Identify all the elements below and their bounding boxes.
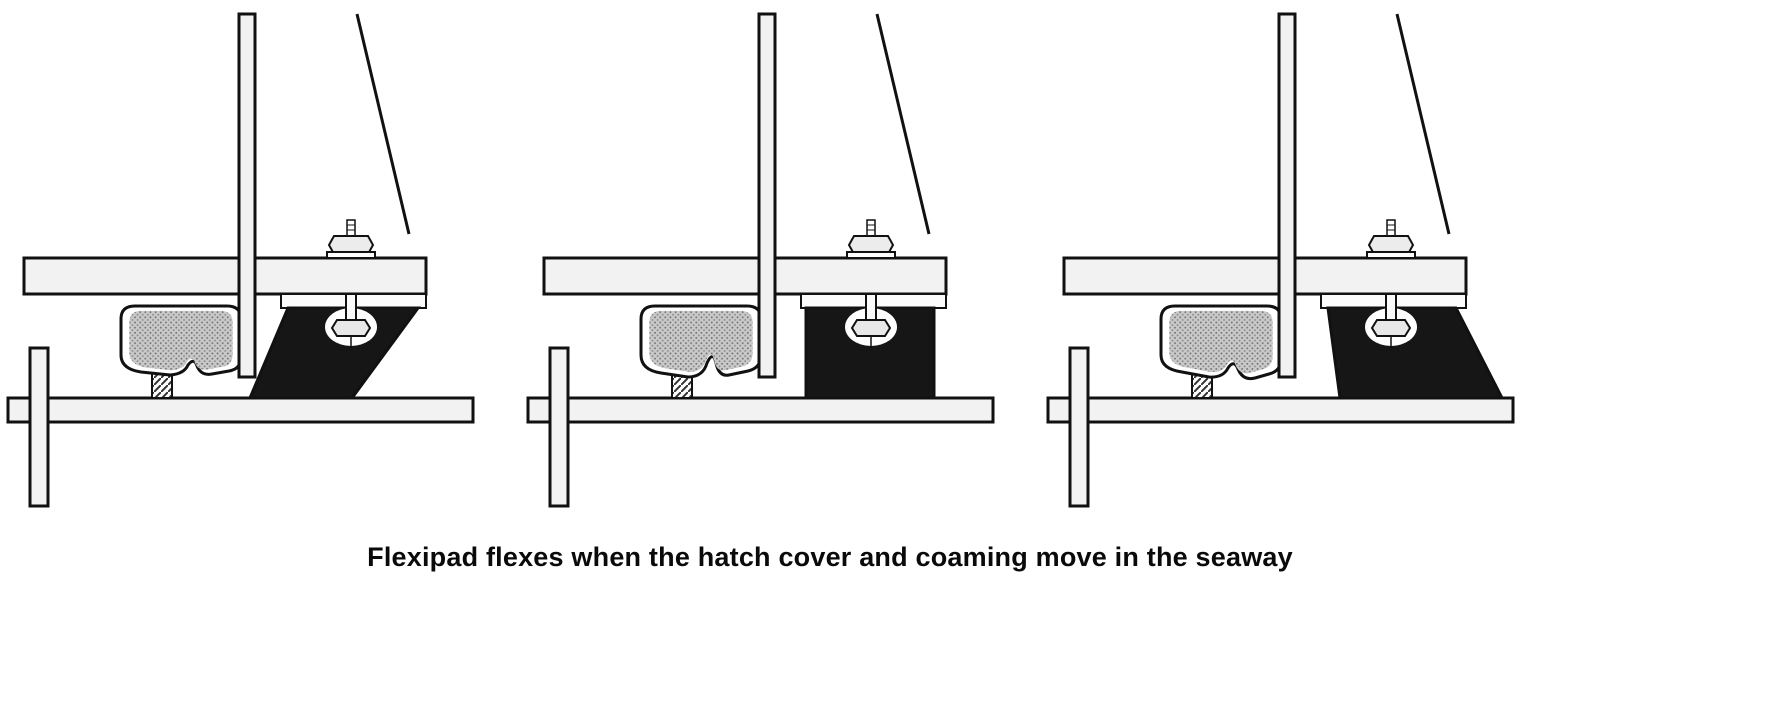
- flexipad-diagram-panel-3: [1046, 12, 1515, 508]
- coaming-bar: [1046, 396, 1515, 424]
- rubber-seal-core: [129, 310, 233, 371]
- rubber-seal-core: [1169, 310, 1273, 374]
- hatch-cover-plate: [542, 256, 948, 296]
- bolt-shank: [1385, 293, 1397, 322]
- hatch-cover-skirt-line: [355, 13, 411, 235]
- flexipad-block: [804, 306, 936, 400]
- hatch-cover-plate: [1062, 256, 1468, 296]
- coaming-bar: [6, 396, 475, 424]
- bolt-washer: [846, 251, 896, 259]
- figure-caption: Flexipad flexes when the hatch cover and…: [367, 542, 1293, 572]
- hatch-side-plate: [757, 12, 777, 379]
- bolt-thread: [346, 219, 356, 237]
- bolt-nut-lower: [850, 319, 892, 337]
- bolt-thread: [1386, 219, 1396, 237]
- hatch-side-plate: [1277, 12, 1297, 379]
- hatch-side-plate: [237, 12, 257, 379]
- coaming-web-plate: [548, 346, 570, 508]
- bolt-nut-lower: [1370, 319, 1412, 337]
- bolt-shank: [865, 293, 877, 322]
- coaming-web-plate: [28, 346, 50, 508]
- coaming-web-plate: [1068, 346, 1090, 508]
- coaming-bar: [526, 396, 995, 424]
- rubber-seal-core: [649, 310, 753, 372]
- hatch-cover-skirt-line: [1395, 13, 1451, 235]
- bolt-shank: [345, 293, 357, 322]
- bolt-nut-lower: [330, 319, 372, 337]
- bolt-thread: [866, 219, 876, 237]
- flexipad-diagram-panel-1: [6, 12, 475, 508]
- diagram-panels-row: [6, 12, 1515, 508]
- bolt-washer: [1366, 251, 1416, 259]
- bolt-washer: [326, 251, 376, 259]
- hatch-cover-skirt-line: [875, 13, 931, 235]
- flexipad-diagram-panel-2: [526, 12, 995, 508]
- hatch-cover-plate: [22, 256, 428, 296]
